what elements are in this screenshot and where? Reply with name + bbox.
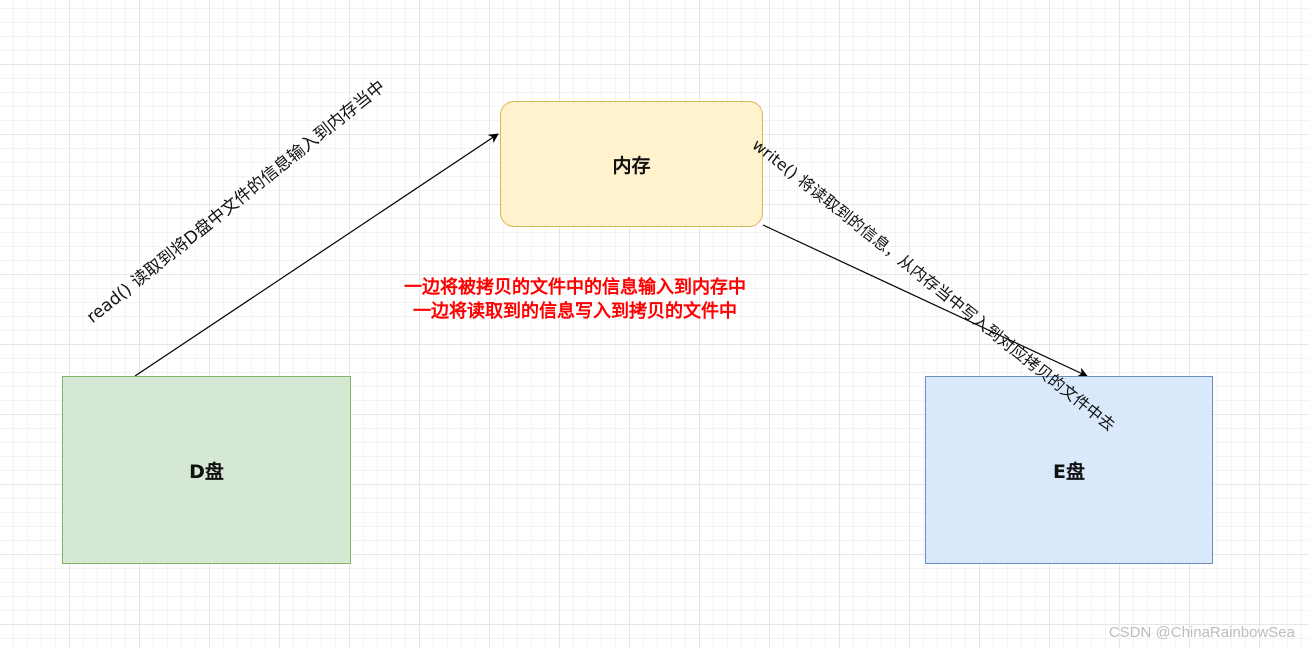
- note-line-2: 一边将读取到的信息写入到拷贝的文件中: [413, 301, 737, 322]
- memory-node: 内存: [500, 101, 763, 227]
- disk-d-node: D盘: [62, 376, 351, 564]
- write-arrow: [762, 224, 1088, 377]
- disk-e-node: E盘: [925, 376, 1213, 564]
- watermark: CSDN @ChinaRainbowSea: [1108, 624, 1295, 641]
- note-line-1: 一边将被拷贝的文件中的信息输入到内存中: [404, 277, 746, 298]
- center-note: 一边将被拷贝的文件中的信息输入到内存中 一边将读取到的信息写入到拷贝的文件中: [330, 276, 820, 324]
- disk-e-label: E盘: [1053, 460, 1085, 483]
- memory-label: 内存: [612, 154, 651, 177]
- disk-d-label: D盘: [189, 460, 224, 483]
- read-arrow: [134, 133, 499, 377]
